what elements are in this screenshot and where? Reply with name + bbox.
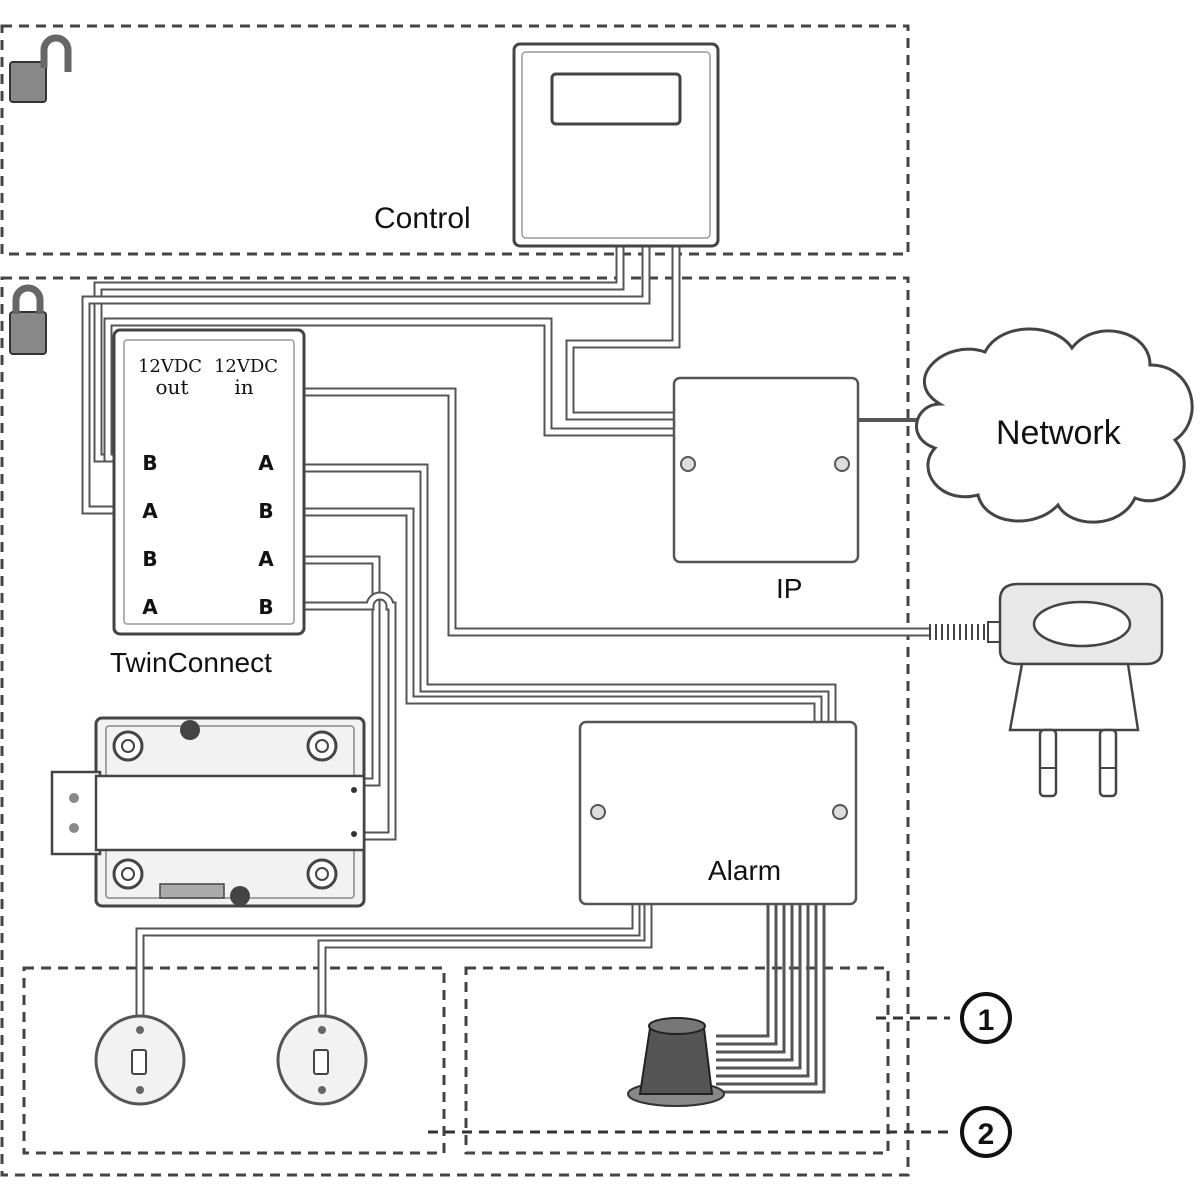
network-label: Network <box>996 414 1122 452</box>
padlock-open-icon <box>9 34 72 103</box>
unsecured-zone-border <box>0 24 910 256</box>
power-supply-plug <box>929 582 1164 798</box>
alarm-label: Alarm <box>708 855 781 886</box>
padlock-closed-icon <box>9 284 47 355</box>
twinconnect-module <box>112 328 306 636</box>
door-switch-1 <box>94 1014 186 1106</box>
zone-2-callout <box>960 1106 1012 1158</box>
zone-1-border <box>464 966 890 1155</box>
alarm-module <box>578 720 858 906</box>
terminal-left-3: B <box>142 547 157 571</box>
door-lock-unit <box>50 716 366 908</box>
terminal-right-3: A <box>258 547 274 571</box>
twinconnect-left-terminals: B A B A <box>142 451 158 619</box>
terminal-right-4: B <box>258 595 273 619</box>
siren-wire-bundle <box>716 904 826 1094</box>
zone-2-border <box>22 966 446 1155</box>
terminal-right-1: A <box>258 451 274 475</box>
zone-1-callout <box>960 992 1012 1044</box>
terminal-right-2: B <box>258 499 273 523</box>
ip-label: IP <box>776 573 802 604</box>
twinconnect-right-terminals: A B A B <box>258 451 274 619</box>
terminal-left-4: A <box>142 595 158 619</box>
twinconnect-out-voltage: 12VDC <box>138 356 202 377</box>
siren-icon <box>627 1017 725 1107</box>
wires <box>81 246 940 1024</box>
network-cloud <box>915 327 1194 524</box>
twinconnect-label: TwinConnect <box>110 647 272 678</box>
door-switch-2 <box>276 1014 368 1106</box>
terminal-left-2: A <box>142 499 158 523</box>
ip-module <box>672 376 860 564</box>
zone-1-number: 1 <box>978 1004 995 1037</box>
terminal-left-1: B <box>142 451 157 475</box>
control-unit <box>512 42 720 248</box>
control-label: Control <box>374 202 471 235</box>
twinconnect-in-voltage: 12VDC <box>214 356 278 377</box>
twinconnect-out-label: out <box>156 375 189 399</box>
twinconnect-in-label: in <box>234 375 253 399</box>
zone-2-number: 2 <box>978 1118 995 1151</box>
